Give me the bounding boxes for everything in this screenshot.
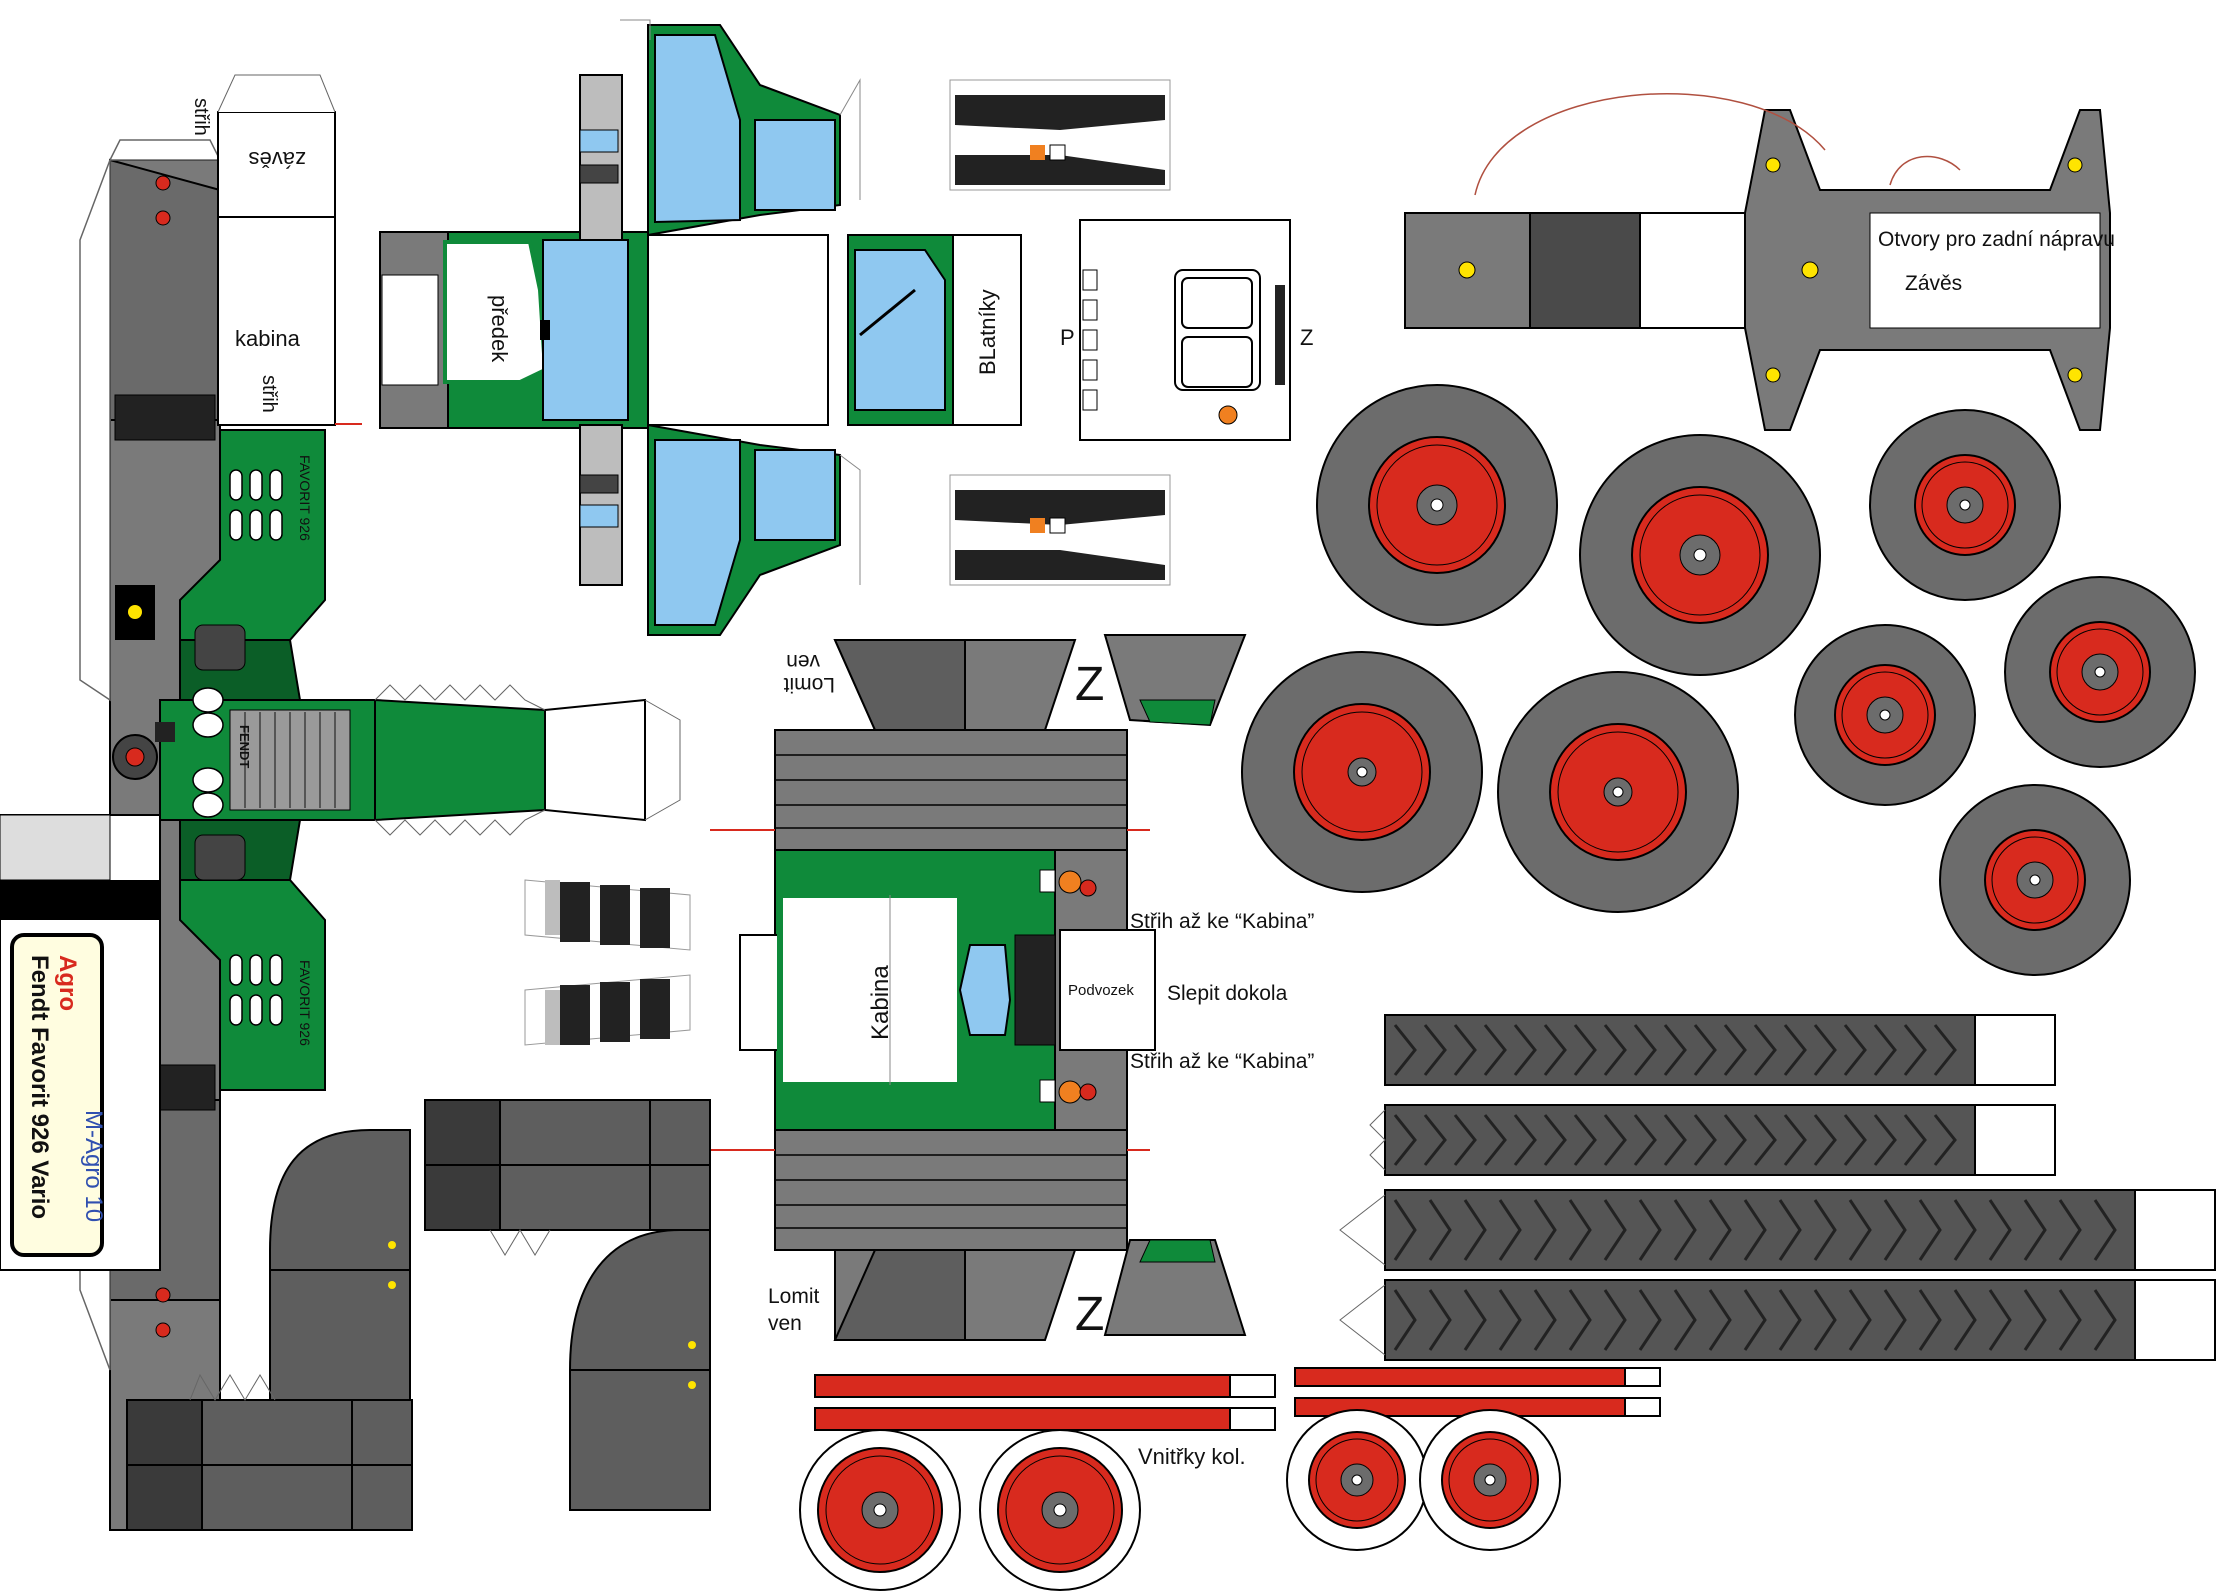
cab-floor-piece: P Z: [1060, 219, 1313, 441]
predek-label: předek: [487, 295, 512, 363]
ven-label: ven: [768, 1312, 802, 1335]
strih-label-top: střih: [190, 98, 212, 136]
wheel: [1939, 784, 2131, 976]
side-model-text-bottom: FAVORIT 926: [297, 960, 313, 1046]
side-model-text-top: FAVORIT 926: [297, 455, 313, 541]
chassis-rear-frame: Otvory pro zadní nápravu Závěs: [1404, 93, 2115, 431]
step-pieces: [524, 879, 691, 1046]
zaves-label-flipped: závěs: [249, 147, 306, 172]
wheel: [1579, 434, 1821, 676]
wheel-disc: [979, 1429, 1141, 1591]
wheel: [1869, 409, 2061, 601]
otvory-label: Otvory pro zadní nápravu: [1878, 228, 2115, 251]
z-top: Z: [1075, 658, 1104, 711]
wheel-disc: [799, 1429, 961, 1591]
title-line3: M-Agro 10: [80, 1110, 107, 1222]
cab-rear-panel: střih závěs kabina střih: [190, 74, 362, 426]
zaves-label: Závěs: [1905, 272, 1962, 295]
tire-tread-strips: [1339, 1014, 2216, 1361]
title-line2: Agro: [54, 955, 81, 1011]
strih-az-2: Střih až ke “Kabina”: [1130, 1050, 1314, 1073]
wheel-inner-strips: Vnitřky kol.: [814, 1367, 1661, 1469]
cab-net: předek BLatníky: [379, 19, 1022, 636]
blatniky-label: BLatníky: [975, 289, 1000, 375]
wheel: [1497, 671, 1739, 913]
title-line1: Fendt Favorit 926 Vario: [26, 955, 53, 1219]
z-mark: Z: [1300, 325, 1313, 350]
wheel: [2004, 576, 2196, 768]
wheel: [1241, 651, 1483, 893]
slepit-label: Slepit dokola: [1167, 982, 1288, 1005]
lomit-flipped-2: ven: [786, 650, 820, 673]
title-card: Fendt Favorit 926 Vario Agro M-Agro 10: [0, 814, 161, 1271]
wheel: [1794, 624, 1976, 806]
z-bottom: Z: [1075, 1288, 1104, 1341]
wheel-disc: [1286, 1409, 1428, 1551]
p-mark: P: [1060, 325, 1075, 350]
lomit-flipped-1: Lomit: [783, 673, 835, 696]
hood-side-panels: FAVORIT 926 FAVORIT 926: [179, 429, 326, 1091]
lomit-label: Lomit: [768, 1285, 820, 1308]
podvozek-label: Podvozek: [1068, 982, 1134, 999]
hood-top-strip: FENDT: [155, 684, 681, 836]
fender-piece-top: [949, 79, 1171, 191]
kabina-label-big: Kabina: [867, 965, 894, 1040]
strih-az-1: Střih až ke “Kabina”: [1130, 910, 1314, 933]
fender-piece-bottom: [949, 474, 1171, 586]
wheels-group: [1241, 384, 2196, 976]
vnitrky-label: Vnitřky kol.: [1138, 1444, 1246, 1469]
main-chassis: Kabina Podvozek Lomit ven Z Střih až ke …: [710, 634, 1314, 1341]
wheel-inner-discs: [799, 1409, 1561, 1591]
strih-label-mid: střih: [258, 375, 280, 413]
hood-brand: FENDT: [237, 725, 252, 768]
kabina-label-small: kabina: [235, 326, 301, 351]
front-fenders: [126, 1099, 711, 1531]
wheel-disc: [1419, 1409, 1561, 1551]
wheel: [1316, 384, 1558, 626]
